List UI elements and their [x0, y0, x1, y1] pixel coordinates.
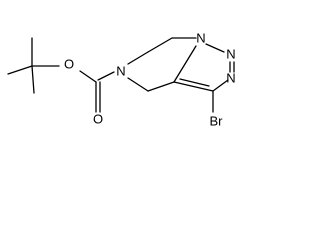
bond-n-bridge-to-n2 — [205, 43, 225, 53]
bond-n-to-ch2-upper — [127, 51, 149, 65]
bond-tbu-methyl-bottom — [31, 65, 35, 94]
bond-ether-o-to-carbonyl-c — [79, 70, 97, 83]
atom-label-bridgehead-nitrogen: N — [196, 31, 205, 46]
bond-c3-to-c3a-double-b — [179, 78, 210, 87]
bond-n-to-ch2-lower — [127, 77, 149, 92]
bond-tbu-methyl-left — [7, 65, 33, 75]
atom-label-carbonyl-oxygen: O — [93, 112, 103, 127]
atom-label-amide-nitrogen: N — [116, 64, 125, 79]
atom-label-triazole-nitrogen-3: N — [226, 71, 235, 86]
bond-n3-to-c3 — [212, 79, 229, 92]
bond-c3a-to-n-bridge — [173, 45, 197, 83]
bond-c3-to-c3a-double-a — [173, 81, 214, 92]
chemical-structure: O O N N N N Br — [7, 31, 236, 129]
atom-label-triazole-nitrogen-2: N — [226, 47, 235, 62]
atom-label-bromine: Br — [210, 114, 224, 129]
bond-ch2-upper-to-ch2-top — [147, 37, 173, 53]
bond-ch2-lower-to-c3a — [147, 81, 175, 92]
bond-carbonyl-c-to-n — [97, 71, 115, 81]
atom-label-ether-oxygen: O — [64, 57, 74, 72]
